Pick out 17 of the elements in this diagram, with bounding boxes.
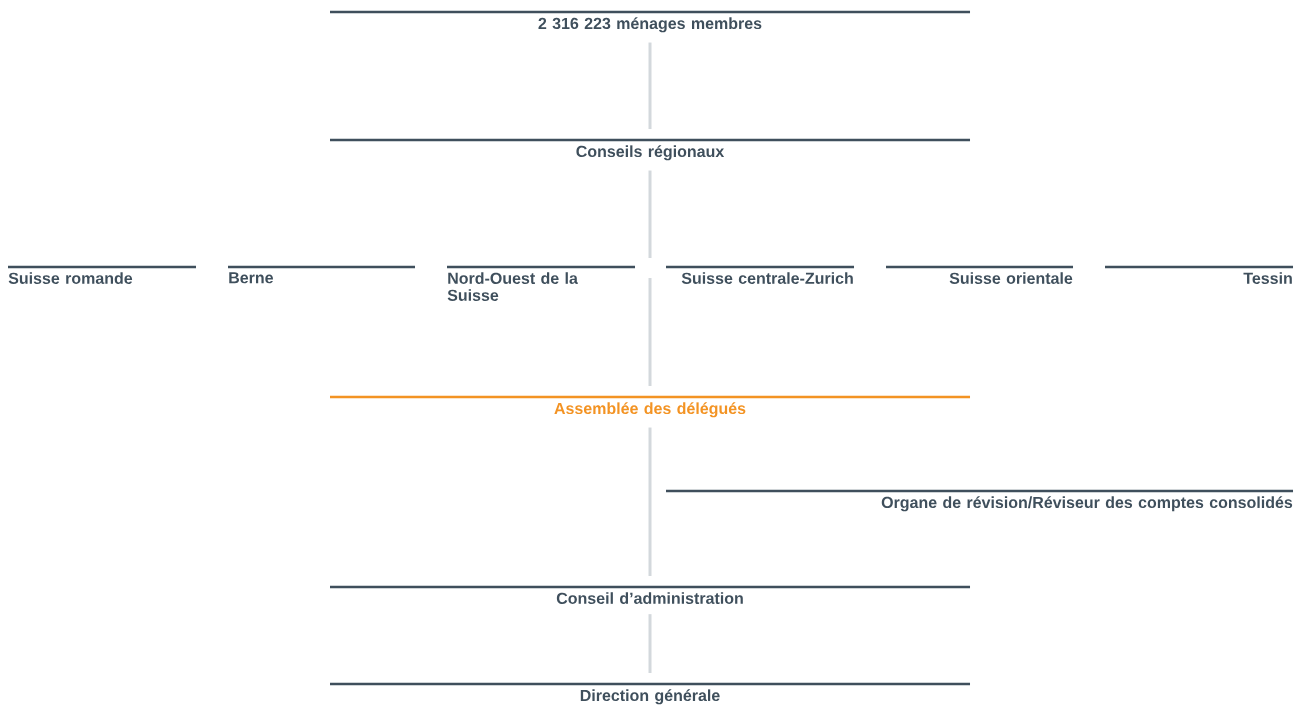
heading-rule: Organe de révision/Réviseur des comptes consolidés <box>666 489 1293 512</box>
heading-rule: Tessin <box>1105 265 1293 284</box>
heading-rule: 2 316 223 ménages membres <box>330 10 970 33</box>
connector-line <box>648 278 652 386</box>
heading-rule: Berne <box>228 265 415 284</box>
heading-rule: Assemblée des délégués <box>330 395 970 418</box>
heading-rule: Conseil d’administration <box>330 585 970 604</box>
heading-rule: Suisse centrale-Zurich <box>666 265 854 284</box>
connector-line <box>648 42 652 129</box>
connector-line <box>648 614 652 673</box>
heading-rule: Suisse orientale <box>886 265 1073 284</box>
heading-rule: Nord-Ouest de la Suisse <box>447 265 635 301</box>
connector-line <box>648 170 652 258</box>
heading-rule: Conseils régionaux <box>330 138 970 161</box>
heading-rule: Direction générale <box>330 682 970 705</box>
heading-rule: Suisse romande <box>8 265 196 284</box>
connector-line <box>648 427 652 576</box>
